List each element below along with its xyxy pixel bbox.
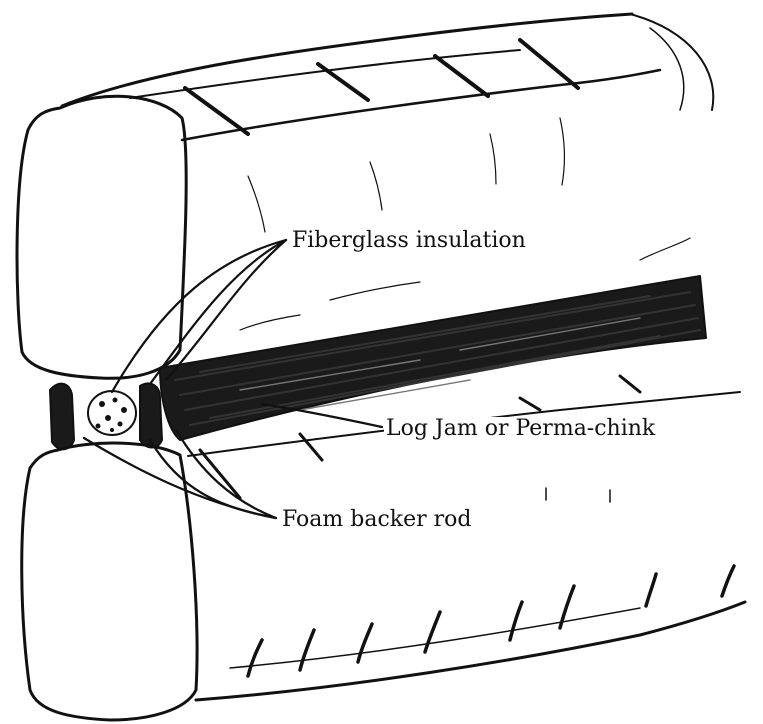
bark-tick bbox=[722, 566, 734, 596]
bark-tick bbox=[620, 376, 640, 392]
bark-tick bbox=[300, 630, 314, 670]
bark-tick bbox=[425, 612, 440, 652]
bark-tick bbox=[358, 624, 372, 662]
grain-line bbox=[370, 162, 382, 210]
grain-line bbox=[240, 315, 300, 330]
bark-tick bbox=[520, 40, 578, 88]
joint-left-dark bbox=[50, 384, 74, 450]
upper-log-right-end bbox=[630, 14, 713, 110]
chinking-leader bbox=[262, 404, 382, 427]
foam-backer-rod-label: Foam backer rod bbox=[280, 508, 474, 532]
bark-tick bbox=[248, 640, 262, 676]
grain-line bbox=[640, 238, 690, 260]
fiberglass-insulation-label: Fiberglass insulation bbox=[290, 229, 528, 253]
log-joint bbox=[50, 383, 162, 449]
bark-tick bbox=[185, 88, 248, 134]
grain-line bbox=[560, 118, 564, 185]
grain-line bbox=[330, 282, 420, 300]
lower-log-bottom-edge bbox=[196, 602, 745, 700]
bark-tick bbox=[510, 602, 522, 640]
upper-log-end bbox=[17, 96, 186, 378]
joint-right-dark bbox=[140, 383, 162, 447]
upper-log-right-inner bbox=[650, 28, 684, 110]
bark-tick bbox=[520, 398, 540, 410]
grain-line bbox=[248, 176, 265, 232]
grain-line bbox=[490, 134, 496, 184]
bark-tick bbox=[646, 574, 656, 606]
bark-tick bbox=[200, 450, 240, 498]
chinking-label: Log Jam or Perma-chink bbox=[384, 417, 657, 441]
bark-tick bbox=[435, 56, 488, 96]
lower-log-bottom-inner bbox=[230, 608, 640, 668]
